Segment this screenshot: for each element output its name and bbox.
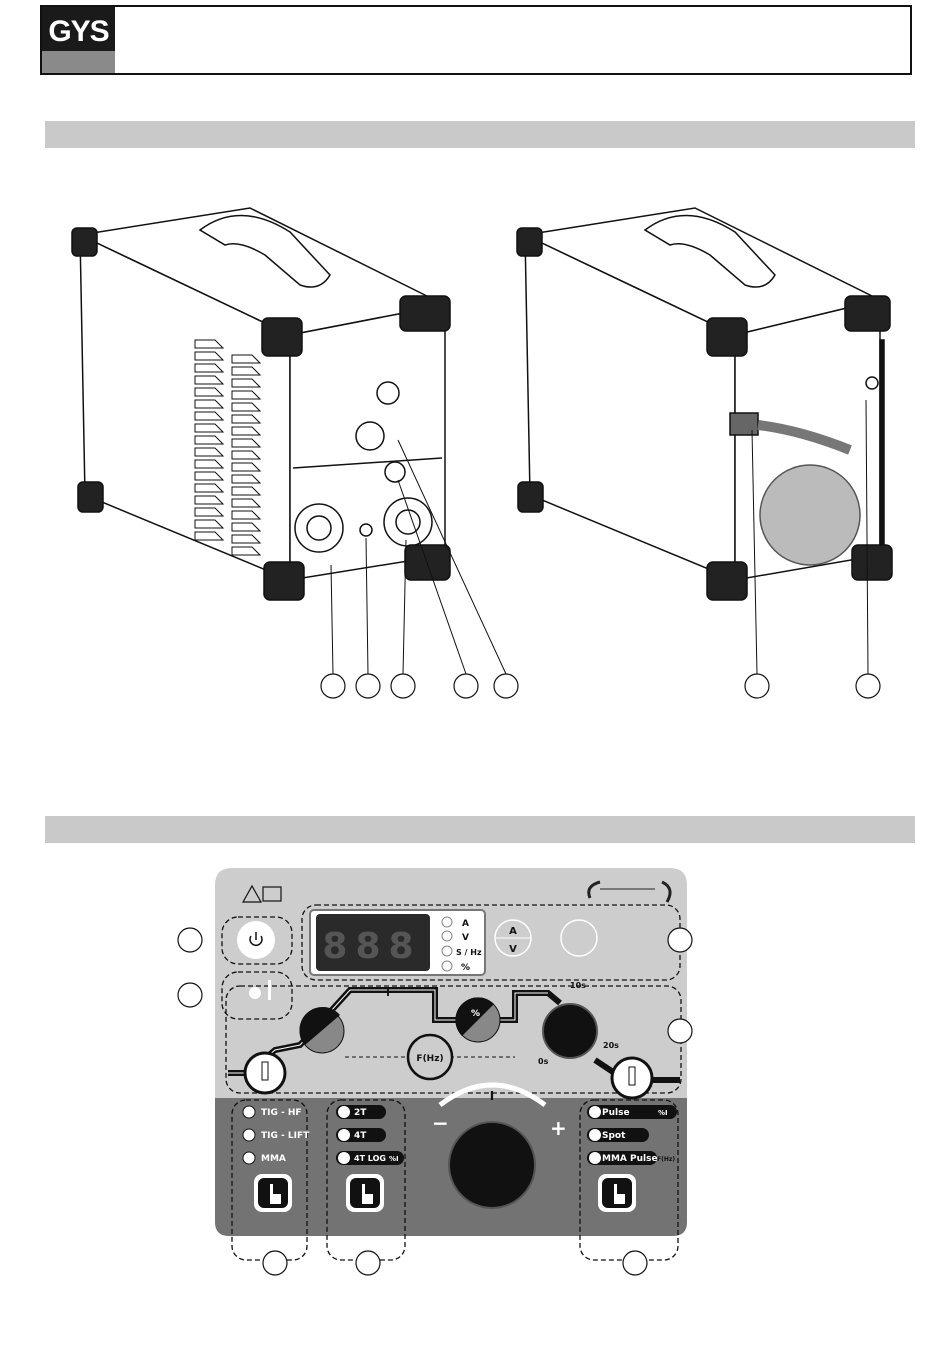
current-label: I — [386, 988, 390, 999]
led-display — [316, 914, 430, 971]
gys-logo: GYS — [42, 7, 115, 73]
svg-text:2T: 2T — [354, 1108, 367, 1118]
mode-tig-lift: TIG - LIFT — [261, 1131, 310, 1141]
machine-rear-view — [516, 207, 893, 675]
gas-bottle-icon — [628, 1066, 636, 1086]
frequency-button[interactable] — [406, 1033, 454, 1081]
main-current-knob[interactable] — [448, 1121, 536, 1209]
trigger-select-button[interactable] — [346, 1174, 384, 1212]
svg-text:4T LOG: 4T LOG — [354, 1154, 386, 1163]
control-panel: 888 AVS / Hz% AV I % 10s 20s 0s F(Hz) I … — [177, 868, 693, 1276]
postgas-button[interactable] — [610, 1056, 654, 1100]
svg-text:A: A — [509, 926, 517, 937]
downslope-knob[interactable] — [542, 1003, 598, 1059]
adjust-arrow-icon — [438, 1082, 547, 1107]
svg-text:F(Hz): F(Hz) — [657, 1156, 675, 1163]
pregas-button[interactable] — [243, 1051, 287, 1095]
trigger-mode-list: 2T 4T 4T LOG%I — [336, 1105, 404, 1165]
svg-text:V: V — [509, 944, 517, 955]
label-10s: 10s — [570, 981, 586, 990]
svg-text:%: % — [471, 1009, 480, 1019]
select-buttons — [254, 1174, 636, 1212]
svg-text:F(Hz): F(Hz) — [630, 1110, 648, 1117]
label-0s: 0s — [538, 1057, 549, 1066]
panel-callouts — [177, 927, 693, 1276]
blank-button[interactable] — [560, 919, 598, 957]
plus-sign: + — [550, 1116, 567, 1140]
process-mode-list: TIG - HF TIG - LIFT MMA — [242, 1105, 310, 1165]
svg-text:Spot: Spot — [602, 1131, 626, 1141]
svg-text:%I: %I — [658, 1109, 668, 1117]
process-select-button[interactable] — [254, 1174, 292, 1212]
svg-text:I: I — [490, 1089, 494, 1103]
thermometer-icon — [268, 980, 271, 1000]
machine-front-view — [71, 207, 507, 675]
svg-text:4T: 4T — [354, 1131, 367, 1141]
minus-sign: − — [432, 1111, 449, 1135]
section-bar-2 — [45, 816, 915, 843]
mode-mma: MMA — [261, 1154, 286, 1164]
page-header: GYS — [40, 5, 912, 75]
display-digits: 888 — [322, 926, 421, 967]
power-icon — [249, 932, 263, 946]
svg-text:F(Hz): F(Hz) — [416, 1054, 443, 1064]
svg-text:MMA Pulse: MMA Pulse — [602, 1154, 658, 1164]
gas-bottle-icon — [261, 1061, 269, 1081]
thermal-led — [249, 987, 261, 999]
warning-manual-icon — [241, 884, 282, 903]
label-20s: 20s — [603, 1041, 619, 1050]
pulse-select-button[interactable] — [598, 1174, 636, 1212]
section-bar-1 — [45, 121, 915, 148]
svg-text:Pulse: Pulse — [602, 1108, 630, 1118]
hand-icon — [362, 1184, 373, 1204]
hand-icon — [270, 1184, 281, 1204]
unit-v: V — [462, 933, 469, 943]
unit-s-hz: S / Hz — [456, 948, 482, 957]
hand-icon — [614, 1184, 625, 1204]
callout-circles — [320, 673, 881, 699]
av-button[interactable]: AV — [494, 919, 532, 957]
mode-tig-hf: TIG - HF — [261, 1108, 302, 1118]
svg-text:%I: %I — [389, 1155, 399, 1163]
unit-percent: % — [461, 963, 470, 973]
unit-a: A — [462, 919, 469, 929]
